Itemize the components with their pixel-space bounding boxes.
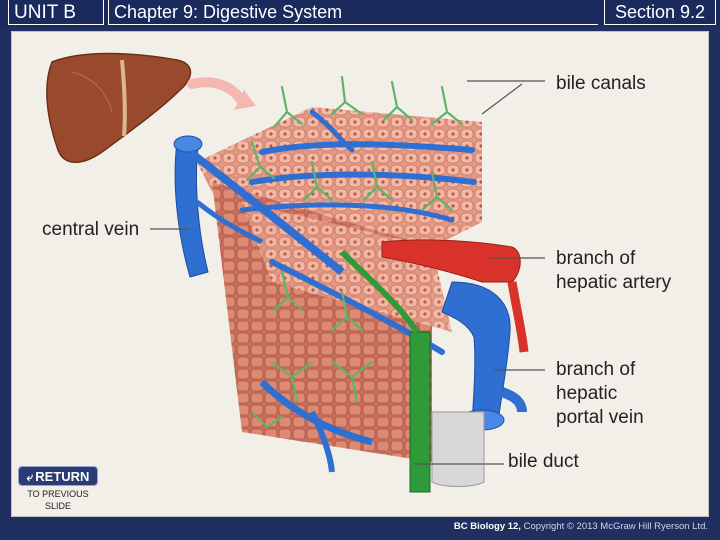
zoom-arrowhead-icon bbox=[234, 90, 256, 110]
unit-title: UNIT B bbox=[8, 0, 104, 25]
bile-canals bbox=[245, 75, 464, 429]
hepatic-artery-structure bbox=[381, 239, 529, 353]
central-vein-structure bbox=[173, 135, 345, 278]
central-vein-label: central vein bbox=[42, 219, 140, 240]
sinusoids bbox=[239, 109, 477, 355]
bile-duct-label: bile duct bbox=[508, 451, 579, 472]
zoom-arrow-icon bbox=[187, 77, 247, 107]
content-panel: bile canals central vein branch of hepat… bbox=[11, 31, 709, 517]
return-sublabel-line2: SLIDE bbox=[44, 501, 71, 511]
portal-vein-label-line2: hepatic bbox=[556, 383, 618, 404]
return-sublabel: TO PREVIOUS SLIDE bbox=[16, 488, 100, 512]
footer-copyright: BC Biology 12, Copyright © 2013 McGraw H… bbox=[454, 521, 708, 532]
return-button[interactable]: ⤶RETURN bbox=[18, 466, 98, 486]
footer-brand: BC Biology 12, bbox=[453, 521, 521, 532]
return-sublabel-line1: TO PREVIOUS bbox=[27, 489, 89, 499]
return-button-label: RETURN bbox=[35, 469, 90, 484]
bile-duct-structure bbox=[339, 249, 485, 493]
lobule-block bbox=[197, 107, 482, 462]
liver-lobule-illustration bbox=[46, 52, 545, 493]
bile-canals-label: bile canals bbox=[556, 73, 646, 94]
portal-vein-label-line3: portal vein bbox=[556, 407, 644, 428]
footer-copyright-text: Copyright © 2013 McGraw Hill Ryerson Ltd… bbox=[523, 521, 708, 532]
hepatic-artery-label-line2: hepatic artery bbox=[556, 272, 672, 293]
section-title: Section 9.2 bbox=[604, 0, 716, 25]
return-arrow-icon: ⤶ bbox=[26, 470, 34, 484]
hepatic-artery-label-line1: branch of bbox=[556, 248, 636, 269]
liver-icon bbox=[46, 52, 192, 163]
leader-lines bbox=[150, 80, 545, 465]
portal-vein-label-line1: branch of bbox=[556, 359, 636, 380]
chapter-title: Chapter 9: Digestive System bbox=[108, 0, 598, 25]
